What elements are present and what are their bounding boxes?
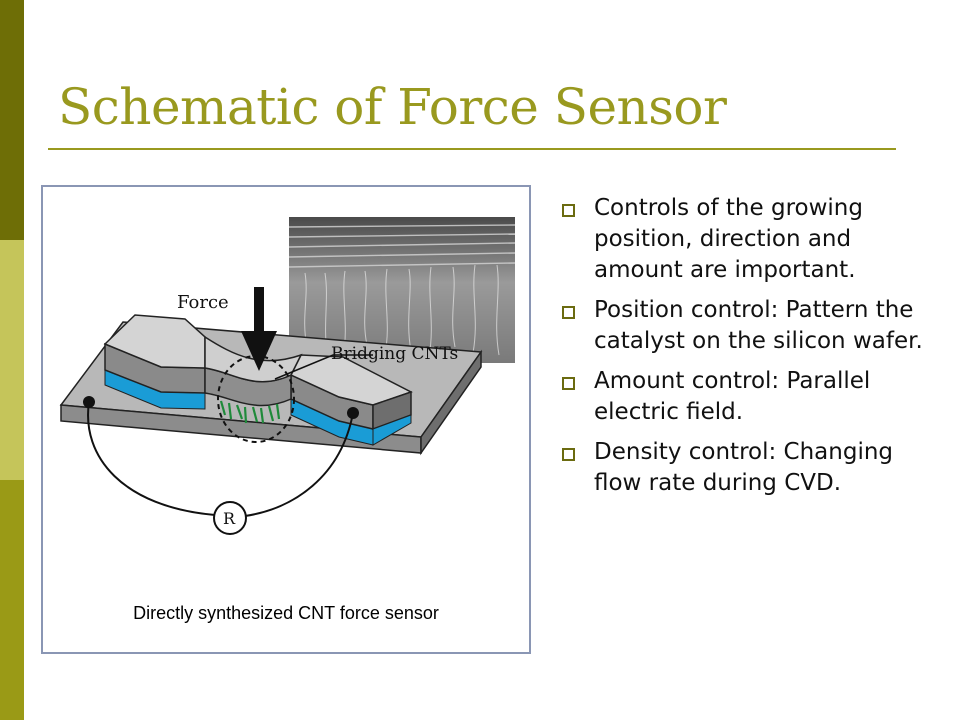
title-underline bbox=[48, 148, 896, 150]
bullet-text: Position control: Pattern the catalyst o… bbox=[594, 297, 923, 354]
bridging-pointer bbox=[274, 354, 373, 380]
square-bullet-icon bbox=[562, 306, 575, 319]
cnt-bundle bbox=[219, 400, 281, 424]
square-bullet-icon bbox=[562, 204, 575, 217]
bullet-item: Controls of the growing position, direct… bbox=[560, 193, 940, 286]
bridging-cnts-label: Bridging CNTs bbox=[331, 344, 458, 364]
figure-caption: Directly synthesized CNT force sensor bbox=[133, 603, 439, 623]
resistor-circle bbox=[213, 501, 247, 535]
right-terminal bbox=[347, 407, 359, 419]
side-stripe-top bbox=[0, 0, 24, 240]
side-stripe-bottom bbox=[0, 480, 24, 720]
slide-title: Schematic of Force Sensor bbox=[58, 78, 727, 136]
bullet-text: Controls of the growing position, direct… bbox=[594, 195, 863, 283]
bullet-list: Controls of the growing position, direct… bbox=[560, 193, 940, 508]
square-bullet-icon bbox=[562, 448, 575, 461]
bullet-text: Density control: Changing flow rate duri… bbox=[594, 439, 894, 496]
square-bullet-icon bbox=[562, 377, 575, 390]
resistor-label: R bbox=[223, 509, 236, 528]
bullet-item: Position control: Pattern the catalyst o… bbox=[560, 295, 940, 357]
left-terminal bbox=[83, 396, 95, 408]
force-arrow bbox=[241, 287, 277, 371]
bullet-text: Amount control: Parallel electric field. bbox=[594, 368, 871, 425]
figure-frame: Force Bridging CNTs R Directly synthesiz… bbox=[41, 185, 531, 654]
bullet-item: Amount control: Parallel electric field. bbox=[560, 366, 940, 428]
force-sensor-schematic: Force Bridging CNTs R bbox=[59, 217, 516, 535]
left-electrode bbox=[103, 314, 206, 410]
force-label: Force bbox=[177, 292, 229, 313]
circuit-wires bbox=[87, 401, 354, 517]
side-stripe-middle bbox=[0, 240, 24, 480]
bullet-item: Density control: Changing flow rate duri… bbox=[560, 437, 940, 499]
